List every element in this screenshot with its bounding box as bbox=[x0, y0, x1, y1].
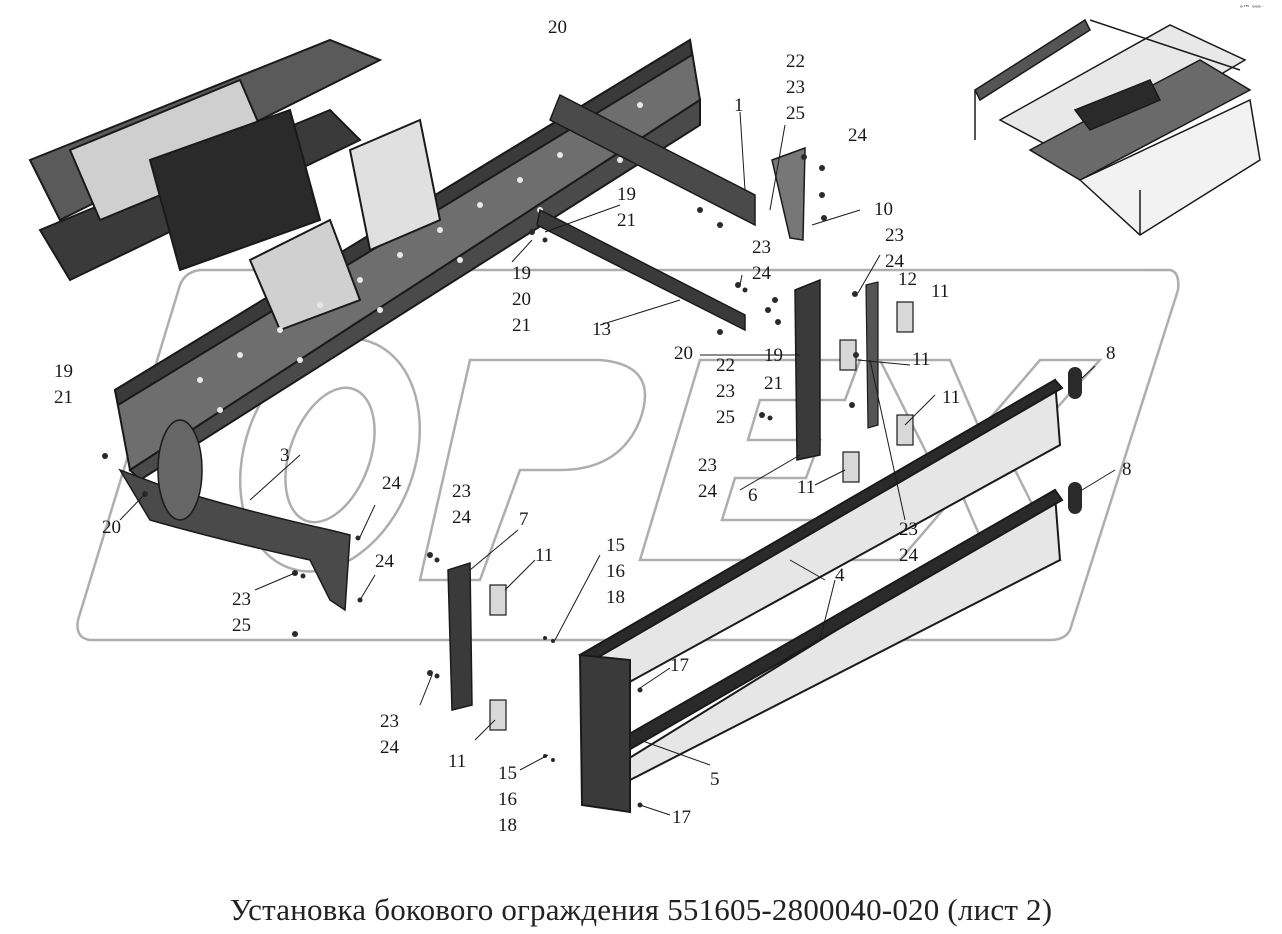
vertical-bracket-7 bbox=[447, 561, 473, 711]
callout-3: 3 bbox=[280, 445, 290, 466]
overview-thumbnail bbox=[974, 18, 1261, 236]
callout-11: 11 bbox=[797, 477, 816, 498]
cross-member-13 bbox=[536, 208, 746, 332]
callout-1: 1 bbox=[734, 95, 744, 116]
callout-23: 23 bbox=[899, 519, 918, 540]
drawing-caption: Установка бокового ограждения 551605-280… bbox=[229, 892, 1053, 927]
callout-23: 23 bbox=[716, 381, 735, 402]
callout-23: 23 bbox=[752, 237, 771, 258]
callout-20: 20 bbox=[674, 343, 693, 364]
callout-11: 11 bbox=[448, 751, 467, 772]
callout-19: 19 bbox=[764, 345, 783, 366]
callout-18: 18 bbox=[498, 815, 517, 836]
callout-24: 24 bbox=[382, 473, 401, 494]
callout-19: 19 bbox=[617, 184, 636, 205]
callout-25: 25 bbox=[786, 103, 805, 124]
callout-19: 19 bbox=[512, 263, 531, 284]
callout-15: 15 bbox=[606, 535, 625, 556]
end-cap-8-upper bbox=[1068, 367, 1082, 399]
callout-24: 24 bbox=[848, 125, 867, 146]
callout-21: 21 bbox=[764, 373, 783, 394]
corner-mark: ᵊ™ ᵊᵊᵊ bbox=[1240, 4, 1261, 12]
callout-22: 22 bbox=[786, 51, 805, 72]
strip-12 bbox=[865, 281, 879, 429]
callout-21: 21 bbox=[54, 387, 73, 408]
callout-23: 23 bbox=[786, 77, 805, 98]
callout-24: 24 bbox=[885, 251, 904, 272]
callout-24: 24 bbox=[375, 551, 394, 572]
callout-11: 11 bbox=[942, 387, 961, 408]
guard-rails-4 bbox=[578, 378, 1064, 782]
callout-16: 16 bbox=[606, 561, 625, 582]
callout-15: 15 bbox=[498, 763, 517, 784]
vertical-bracket-6 bbox=[794, 278, 821, 461]
callout-23: 23 bbox=[232, 589, 251, 610]
callout-21: 21 bbox=[617, 210, 636, 231]
callout-20: 20 bbox=[548, 17, 567, 38]
plates-11 bbox=[489, 301, 914, 731]
callout-24: 24 bbox=[698, 481, 717, 502]
callout-7: 7 bbox=[519, 509, 529, 530]
end-cap-8-lower bbox=[1068, 482, 1082, 514]
callout-23: 23 bbox=[452, 481, 471, 502]
callout-22: 22 bbox=[716, 355, 735, 376]
callout-16: 16 bbox=[498, 789, 517, 810]
callout-24: 24 bbox=[899, 545, 918, 566]
callout-18: 18 bbox=[606, 587, 625, 608]
callout-4: 4 bbox=[835, 565, 845, 586]
bracket-arm-1 bbox=[549, 93, 756, 227]
leader-lines bbox=[119, 111, 1116, 816]
callout-24: 24 bbox=[752, 263, 771, 284]
callout-10: 10 bbox=[874, 199, 893, 220]
callout-6: 6 bbox=[748, 485, 758, 506]
callout-24: 24 bbox=[452, 507, 471, 528]
callout-11: 11 bbox=[931, 281, 950, 302]
bracket-3-flange bbox=[157, 419, 203, 521]
callout-19: 19 bbox=[54, 361, 73, 382]
callout-17: 17 bbox=[672, 807, 691, 828]
callout-20: 20 bbox=[512, 289, 531, 310]
callout-25: 25 bbox=[232, 615, 251, 636]
frame-rail bbox=[28, 38, 702, 482]
callout-21: 21 bbox=[512, 315, 531, 336]
callout-20: 20 bbox=[102, 517, 121, 538]
callout-5: 5 bbox=[710, 769, 720, 790]
callout-24: 24 bbox=[380, 737, 399, 758]
end-post-5 bbox=[578, 653, 631, 814]
callout-23: 23 bbox=[698, 455, 717, 476]
callout-13: 13 bbox=[592, 319, 611, 340]
callout-12: 12 bbox=[898, 269, 917, 290]
callout-8: 8 bbox=[1122, 459, 1132, 480]
callout-8: 8 bbox=[1106, 343, 1116, 364]
callout-25: 25 bbox=[716, 407, 735, 428]
callout-17: 17 bbox=[670, 655, 689, 676]
callout-11: 11 bbox=[535, 545, 554, 566]
callout-23: 23 bbox=[380, 711, 399, 732]
callout-23: 23 bbox=[885, 225, 904, 246]
bracket-10 bbox=[771, 146, 806, 241]
callout-11: 11 bbox=[912, 349, 931, 370]
